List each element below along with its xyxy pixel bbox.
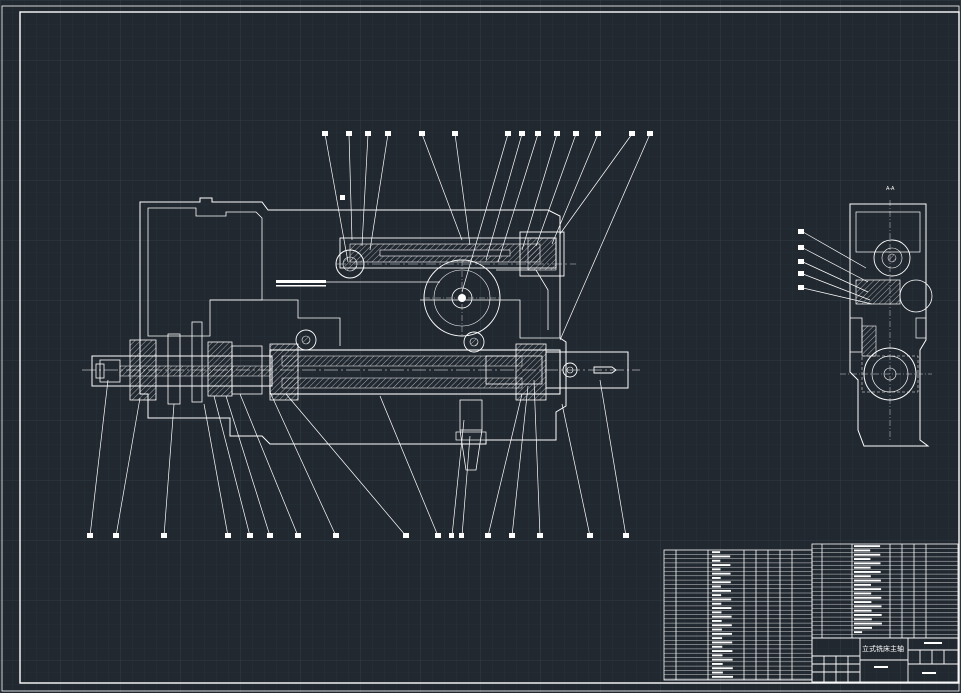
bom-cell-mark [712, 654, 723, 657]
parts-list-right [811, 543, 959, 639]
bom-cell-mark [854, 626, 872, 629]
bom-cell-mark [854, 601, 872, 603]
bom-cell-mark [854, 566, 871, 569]
bom-cell-mark [712, 620, 722, 622]
drawing-border [1, 5, 960, 692]
bom-cell-mark [712, 555, 731, 558]
bom-cell-mark [854, 614, 882, 616]
bom-cell-mark [712, 559, 721, 562]
leader-lines-bottom [87, 379, 629, 538]
bom-cell-mark [712, 637, 723, 640]
bom-cell-mark [854, 588, 882, 591]
bom-cell-mark [712, 615, 732, 618]
bom-cell-mark [712, 594, 722, 597]
bom-cell-mark [854, 558, 871, 560]
bom-cell-mark [854, 562, 881, 565]
bom-cell-mark [712, 624, 732, 627]
leader-lines-top [322, 131, 653, 341]
bom-cell-mark [712, 611, 722, 614]
bom-cell-mark [712, 663, 723, 665]
bom-cell-mark [854, 622, 882, 625]
bom-cell-mark [712, 564, 731, 566]
bom-cell-mark [712, 641, 733, 644]
bom-cell-mark [854, 549, 871, 552]
bom-cell-mark [712, 667, 733, 670]
bom-cell-mark [712, 598, 732, 601]
drawing-title: 立式铣床主轴 [862, 644, 904, 653]
bom-cell-mark [854, 631, 863, 634]
bom-cell-mark [712, 645, 723, 648]
bom-cell-mark [854, 596, 882, 599]
leader-lines-section [798, 229, 873, 305]
bom-cell-mark [712, 581, 731, 584]
bom-cell-mark [854, 575, 871, 578]
bom-cell-mark [712, 589, 731, 592]
bom-cell-mark [712, 675, 733, 678]
bom-cell-mark [854, 592, 872, 595]
bom-cell-mark [712, 607, 732, 609]
main-section-view [82, 197, 640, 471]
bom-cell-mark [712, 671, 723, 674]
bom-cell-mark [854, 553, 881, 556]
bom-cell-mark [712, 658, 733, 661]
bom-cell-mark [854, 579, 881, 582]
section-label: A-A [886, 186, 895, 192]
bom-cell-mark [854, 571, 881, 573]
bom-cell-mark [854, 618, 872, 621]
bom-cell-mark [712, 585, 721, 588]
bom-cell-mark [854, 609, 872, 612]
bom-cell-mark [712, 602, 722, 605]
bom-cell-mark [712, 628, 722, 631]
bom-cell-mark [712, 551, 721, 554]
title-block [811, 637, 959, 683]
bom-cell-mark [712, 568, 721, 571]
bom-cell-mark [854, 583, 871, 586]
bom-cell-mark [854, 545, 881, 548]
bom-cell-mark [712, 572, 731, 575]
bom-cell-mark [712, 632, 732, 635]
bom-cell-mark [712, 650, 733, 652]
bom-cell-mark [712, 577, 721, 579]
section-aa-view [840, 200, 933, 447]
parts-list-left [663, 549, 813, 681]
bom-cell-mark [854, 605, 882, 608]
